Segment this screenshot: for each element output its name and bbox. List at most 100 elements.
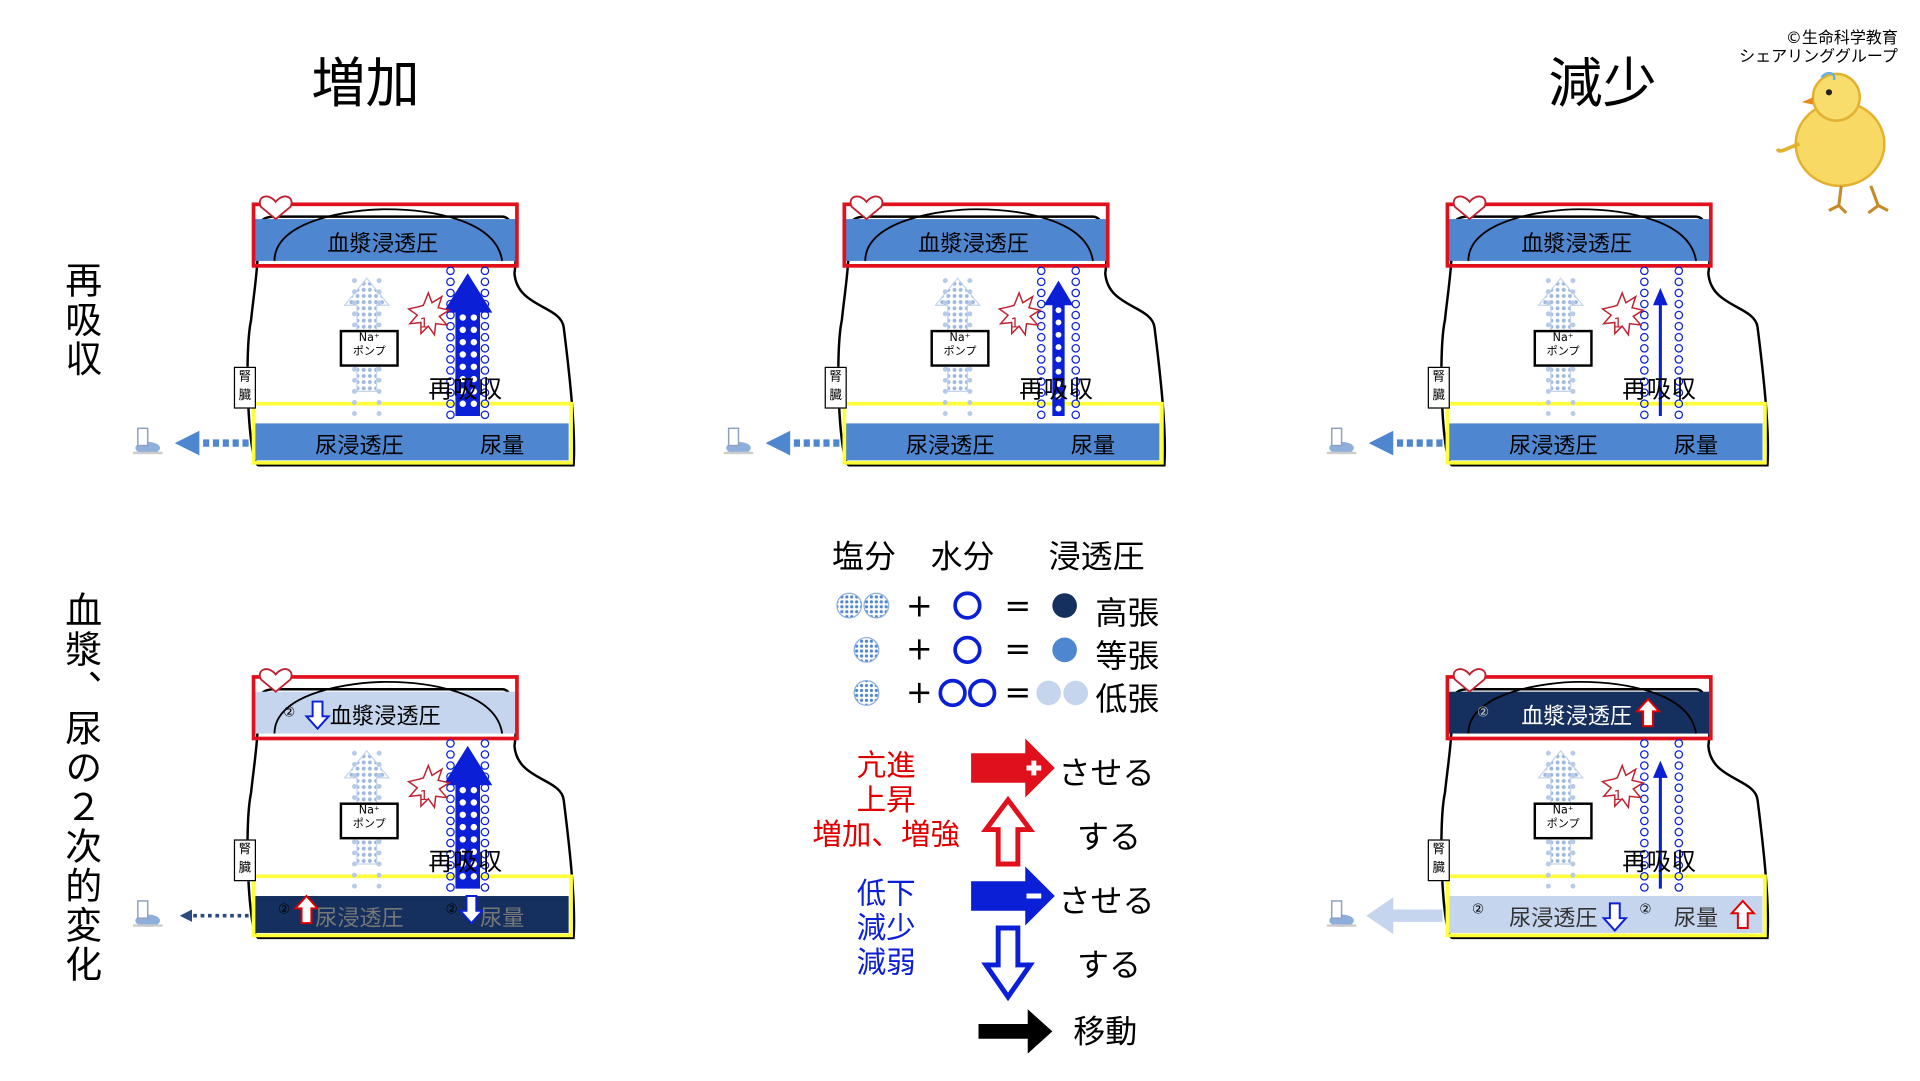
kidney-outline — [246, 688, 576, 940]
water-reabsorb-arrow — [443, 745, 493, 889]
urine-volume-down-arrow-icon — [458, 895, 485, 925]
salt-icon — [853, 636, 880, 663]
water-icon — [953, 591, 982, 620]
water-reabsorb-arrow — [443, 273, 493, 417]
legend-isotonic: 等張 — [1095, 638, 1160, 676]
na-pump-label: Na⁺ポンプ — [339, 802, 399, 840]
circled-2-volume: ② — [1639, 900, 1652, 917]
water-icon — [953, 635, 982, 665]
burst-number: 1 — [1010, 315, 1020, 332]
arrow-increase-make-icon — [971, 738, 1055, 798]
key-word: 減弱 — [856, 945, 916, 980]
blood-box — [251, 202, 519, 268]
water-icon — [968, 678, 997, 708]
key-decrease-words: 低下 減少 減弱 — [837, 876, 935, 979]
key-increase-words: 亢進 上昇 増加、増強 — [788, 748, 985, 851]
key-move-label: 移動 — [1073, 1014, 1138, 1052]
heart-icon — [1452, 668, 1487, 693]
isotonic-icon — [1052, 637, 1077, 663]
arrow-move-icon — [978, 1009, 1053, 1054]
key-word: 低下 — [856, 876, 916, 911]
chick-mascot-icon — [1775, 71, 1889, 215]
urine-box — [842, 401, 1164, 465]
na-pump-label: Na⁺ポンプ — [930, 329, 990, 367]
burst-number: 1 — [1613, 315, 1623, 332]
pump-line: Na⁺ — [358, 804, 380, 818]
plasma-osmotic-label: 血漿浸透圧 — [918, 231, 1029, 258]
urine-box — [1445, 874, 1767, 938]
kidney-diagram — [1326, 195, 1770, 467]
plasma-up-arrow-icon — [1634, 697, 1662, 728]
na-pump-label: Na⁺ポンプ — [1533, 802, 1593, 840]
kidney-outline — [1440, 215, 1770, 467]
row-label-reabsorption: 再吸収 — [57, 260, 101, 380]
water-icon — [938, 678, 967, 708]
blood-box — [1445, 675, 1713, 741]
row-label-secondary-change: 血漿、尿の２次的変化 — [57, 590, 101, 985]
urine-box — [251, 874, 573, 938]
legend-plus: + — [905, 674, 933, 712]
copyright-line-1: ©生命科学教育 — [1785, 29, 1898, 49]
arrow-increase-do-icon — [980, 795, 1036, 867]
blood-box — [1445, 202, 1713, 268]
burst-mark-icon — [997, 290, 1042, 337]
urine-bar — [1447, 423, 1763, 461]
burst-mark-icon — [1600, 290, 1646, 337]
key-make-label-2: させる — [1058, 883, 1155, 921]
hypertonic-icon — [1052, 593, 1077, 618]
urine-osmotic-label: 尿浸透圧 — [1508, 433, 1598, 460]
pump-line: ポンプ — [352, 818, 386, 831]
pump-line: ポンプ — [1546, 818, 1580, 831]
kidney-label: 腎臓 — [1427, 366, 1450, 409]
key-word: 減少 — [856, 910, 916, 946]
circled-2-plasma: ② — [283, 704, 296, 721]
copyright-line-2: シェアリンググループ — [1739, 48, 1898, 67]
key-arrows — [971, 738, 1055, 1054]
urine-volume-label: 尿量 — [480, 433, 525, 460]
blood-box — [251, 675, 519, 741]
legend-equals: = — [1004, 631, 1032, 669]
kidney-label: 腎臓 — [233, 366, 257, 409]
kidney-label: 腎臓 — [824, 366, 847, 409]
heart-icon — [1452, 195, 1487, 221]
legend-header-salt: 塩分 — [832, 539, 897, 577]
hypotonic-icon — [1036, 680, 1061, 706]
copyright: ©生命科学教育 シェアリンググループ — [1699, 30, 1898, 67]
burst-number: 1 — [1613, 787, 1623, 804]
legend-header-water: 水分 — [930, 539, 995, 577]
urine-volume-up-arrow-icon — [1729, 899, 1757, 930]
kidney-diagram — [1326, 668, 1770, 940]
heart-icon — [849, 195, 884, 221]
urine-volume-label: 尿量 — [480, 905, 525, 932]
circled-2-urine: ② — [1472, 900, 1485, 917]
reabsorption-label: 再吸収 — [428, 846, 503, 877]
heading-increase: 増加 — [311, 52, 420, 116]
urine-osmotic-label: 尿浸透圧 — [1508, 905, 1598, 932]
pump-line: ポンプ — [352, 345, 386, 359]
hypotonic-icon — [1063, 680, 1089, 706]
heading-decrease: 減少 — [1548, 52, 1657, 116]
pump-line: ポンプ — [943, 345, 977, 359]
plasma-down-arrow-icon — [304, 700, 331, 731]
toilet-icon — [132, 427, 163, 455]
urine-osmotic-down-arrow-icon — [1601, 902, 1629, 932]
blood-box — [842, 202, 1110, 268]
kidney-label: 腎臓 — [1427, 839, 1450, 882]
urine-osmotic-up-arrow-icon — [293, 894, 320, 925]
urine-bar — [253, 423, 569, 461]
arrow-decrease-do-icon — [981, 925, 1035, 1002]
key-word: 上昇 — [856, 782, 916, 818]
plasma-osmotic-label: 血漿浸透圧 — [329, 704, 441, 730]
urine-osmotic-label: 尿浸透圧 — [315, 433, 404, 460]
circled-2-volume: ② — [445, 900, 458, 917]
legend-symbols — [836, 591, 1089, 708]
reabsorption-label: 再吸収 — [1622, 846, 1697, 877]
legend-hypertonic: 高張 — [1095, 595, 1160, 633]
legend-plus: + — [905, 588, 933, 626]
